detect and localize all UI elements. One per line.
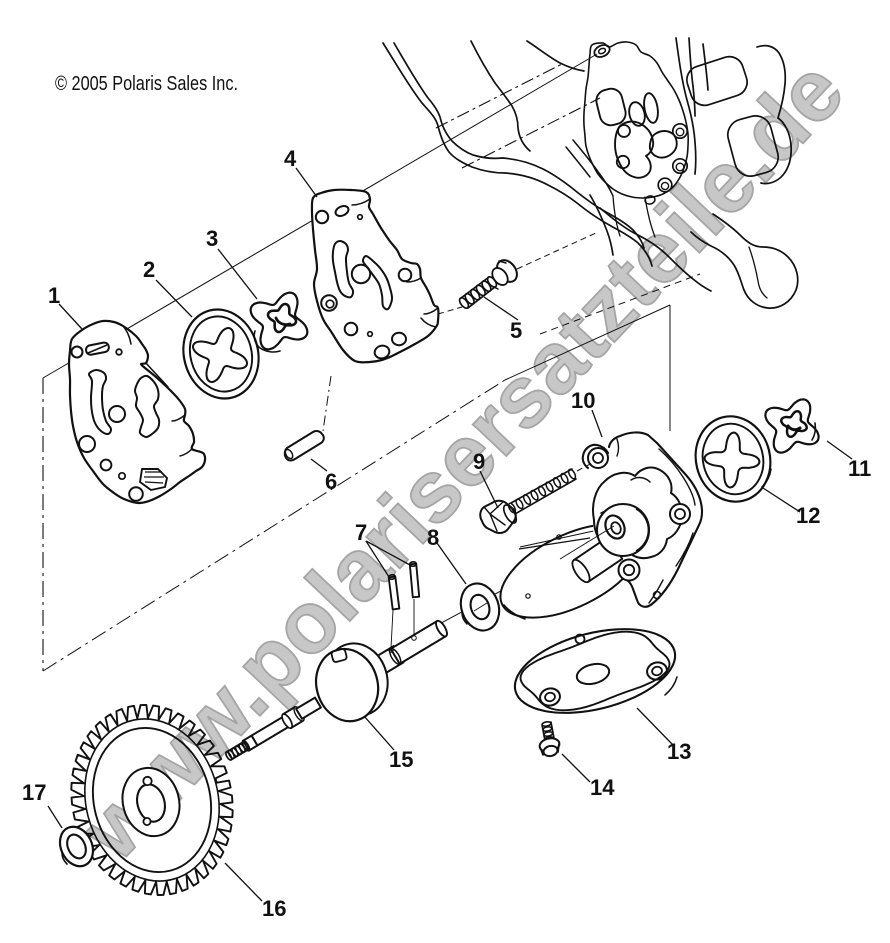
svg-text:3: 3 — [206, 226, 218, 251]
svg-text:10: 10 — [571, 388, 595, 413]
svg-text:16: 16 — [262, 896, 286, 921]
svg-text:12: 12 — [796, 503, 820, 528]
svg-text:14: 14 — [590, 775, 615, 800]
svg-text:4: 4 — [284, 146, 297, 171]
svg-text:15: 15 — [389, 747, 413, 772]
svg-text:2: 2 — [143, 257, 155, 282]
svg-text:9: 9 — [473, 449, 485, 474]
svg-text:7: 7 — [355, 520, 367, 545]
svg-text:6: 6 — [325, 469, 337, 494]
svg-text:11: 11 — [848, 456, 871, 481]
svg-text:1: 1 — [48, 283, 60, 308]
svg-text:17: 17 — [22, 780, 46, 805]
svg-text:8: 8 — [427, 525, 439, 550]
svg-text:5: 5 — [510, 318, 522, 343]
svg-text:© 2005 Polaris Sales Inc.: © 2005 Polaris Sales Inc. — [55, 73, 238, 95]
